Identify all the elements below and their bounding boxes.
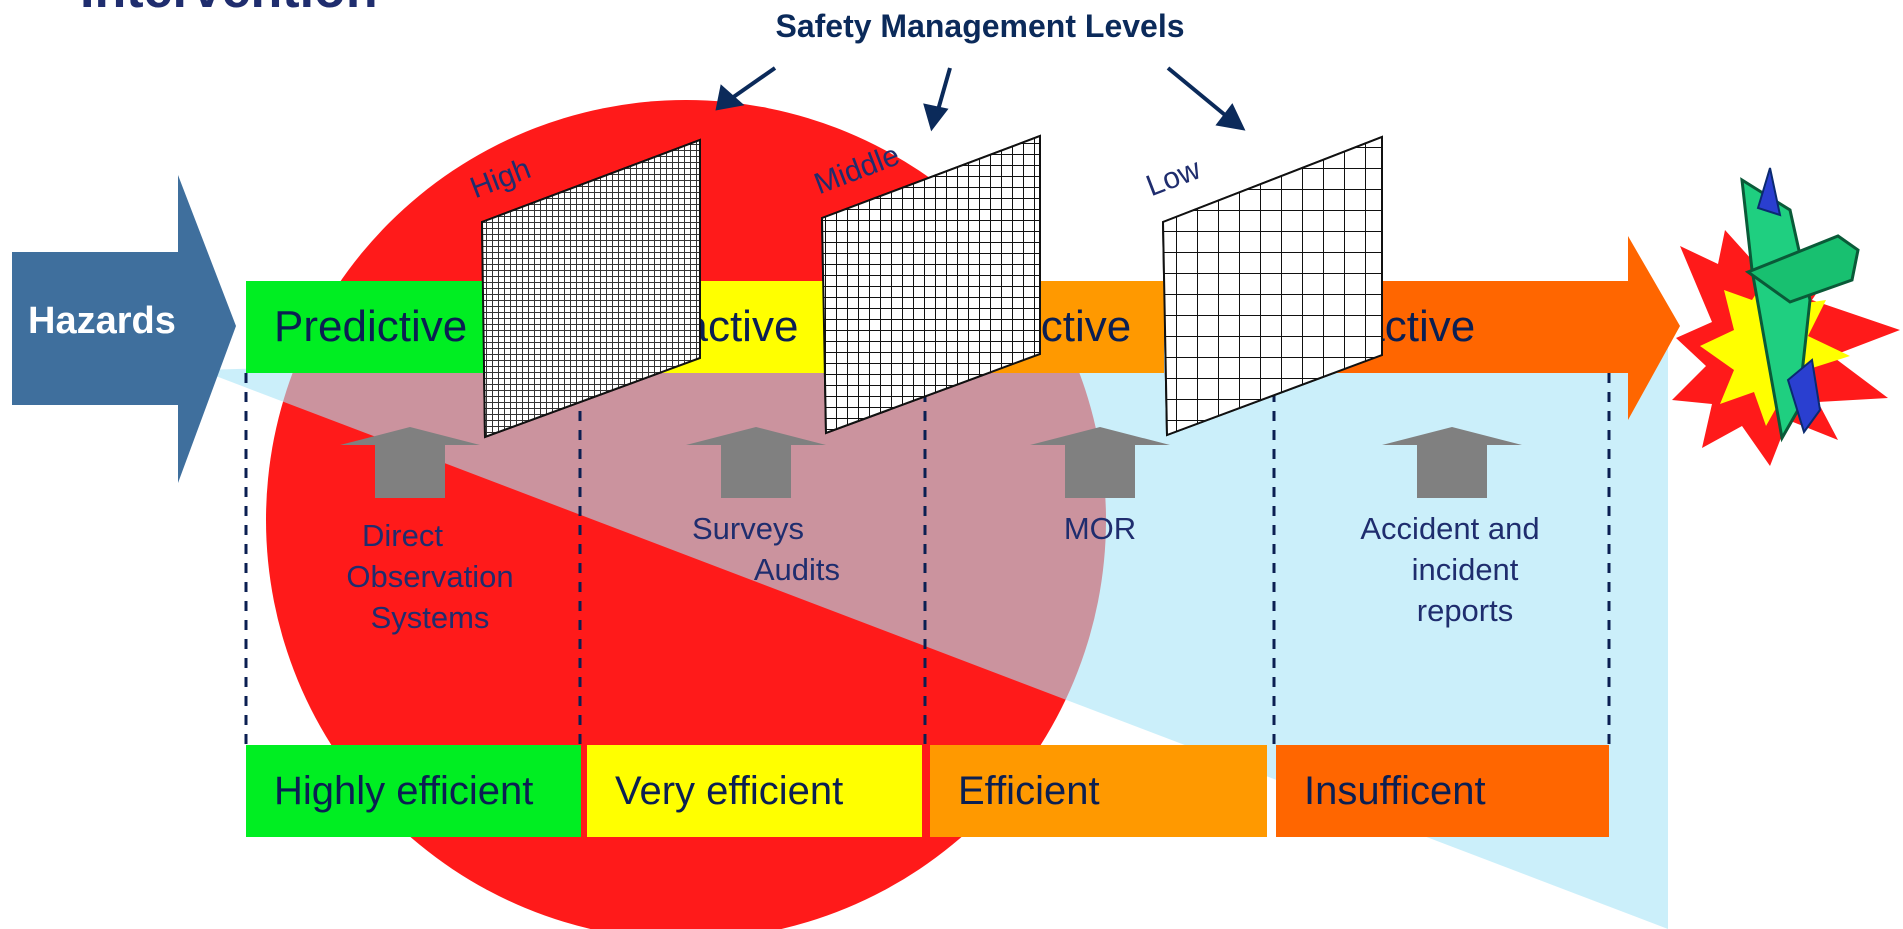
stage-label: Predictive xyxy=(274,302,468,351)
source-line: MOR xyxy=(1063,511,1137,546)
efficiency-label: Highly efficient xyxy=(274,768,534,813)
up-arrow-4 xyxy=(1382,427,1522,498)
source-line: Direct xyxy=(362,518,443,553)
efficiency-insufficient: Insufficent xyxy=(1276,745,1609,837)
title-pointer-2 xyxy=(936,67,952,111)
efficiency-label: Very efficient xyxy=(615,768,844,813)
title-pointer-2-head xyxy=(923,103,949,132)
efficiency-efficient: Efficient xyxy=(930,745,1267,837)
diagram-title: Safety Management Levels xyxy=(775,8,1185,44)
airplane-icon xyxy=(1740,167,1860,443)
source-line: Accident and xyxy=(1360,511,1540,546)
hazards-label: Hazards xyxy=(28,300,176,342)
title-pointer-3-head xyxy=(1215,103,1246,131)
source-line: reports xyxy=(1416,593,1514,628)
source-line: Systems xyxy=(370,600,490,635)
source-accident-reports: Accident and incident reports xyxy=(1330,508,1570,631)
efficiency-very-efficient: Very efficient xyxy=(587,745,922,837)
up-arrow-1 xyxy=(340,427,480,498)
up-arrow-2 xyxy=(686,427,826,498)
title-pointer-3 xyxy=(1166,66,1227,117)
title-pointer-1-head xyxy=(715,84,745,111)
source-line: Surveys xyxy=(692,511,804,546)
efficiency-highly-efficient: Highly efficient xyxy=(246,745,581,837)
efficiency-label: Insufficent xyxy=(1304,768,1486,813)
slide-heading: Intervention xyxy=(80,0,378,20)
source-line: incident xyxy=(1411,552,1519,587)
source-direct-observation: Direct Observation Systems xyxy=(300,515,560,638)
source-line: Observation xyxy=(346,559,514,594)
source-mor: MOR xyxy=(1040,508,1160,549)
hazards-arrow xyxy=(12,175,236,483)
source-surveys-audits: Surveys Audits xyxy=(680,508,840,590)
up-arrow-3 xyxy=(1030,427,1170,498)
efficiency-label: Efficient xyxy=(958,768,1100,813)
title-pointer-1 xyxy=(730,66,777,100)
source-line: Audits xyxy=(753,552,840,587)
stage-separators xyxy=(244,373,1611,745)
stage-predictive: Predictive xyxy=(246,281,484,373)
